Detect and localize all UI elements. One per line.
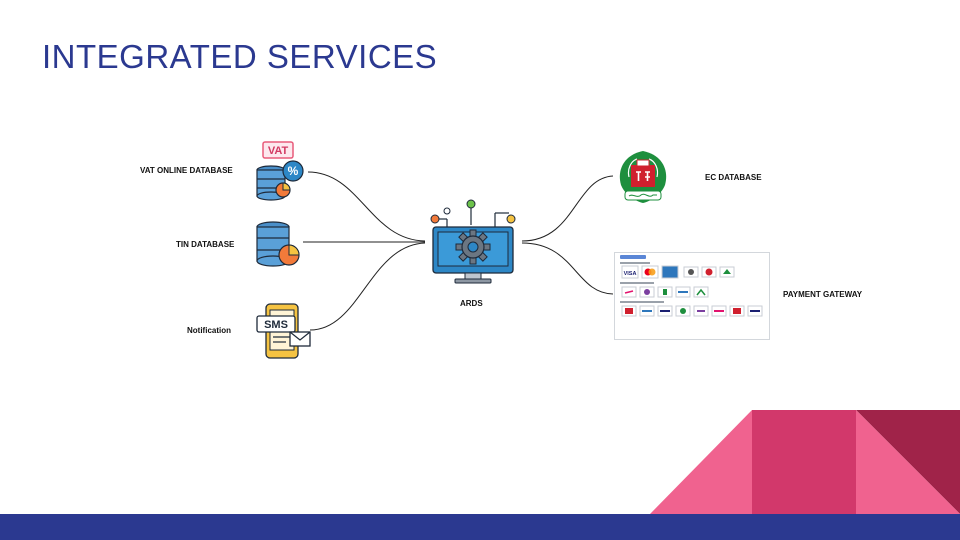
database-vat-icon: VAT % [253, 140, 311, 206]
database-tin-icon [253, 219, 305, 269]
sms-badge-text: SMS [264, 319, 288, 331]
bottom-bar [0, 514, 960, 540]
payment-gateway-screenshot: VISA [614, 252, 770, 340]
election-commission-logo [613, 147, 673, 207]
vat-database-label: VAT ONLINE DATABASE [140, 166, 233, 175]
payment-gateway-label: PAYMENT GATEWAY [783, 290, 863, 299]
tin-database-label: TIN DATABASE [176, 240, 235, 249]
sms-phone-icon: SMS [256, 302, 312, 360]
ec-database-label: EC DATABASE [705, 173, 762, 182]
page-title: INTEGRATED SERVICES [42, 38, 438, 75]
notification-label: Notification [187, 326, 231, 335]
visa-card-text: VISA [624, 271, 637, 277]
percent-symbol: % [288, 164, 299, 178]
vat-badge-text: VAT [268, 145, 289, 157]
gear-monitor-icon [425, 197, 521, 285]
ards-label: ARDS [460, 299, 483, 308]
